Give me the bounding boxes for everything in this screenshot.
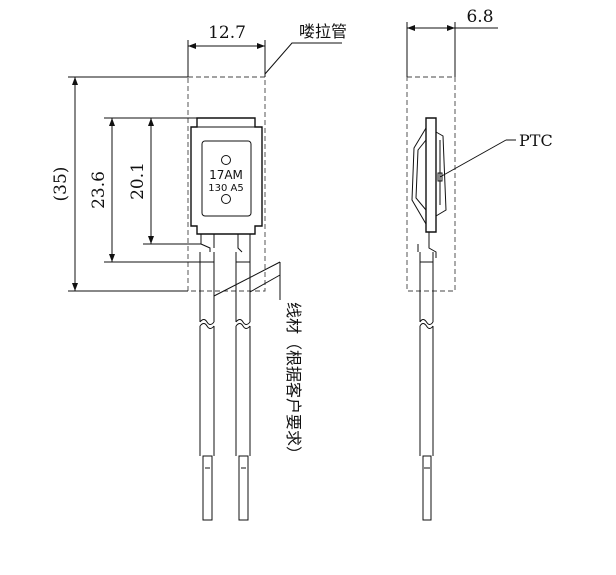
left-lead-wire: [199, 252, 215, 521]
dimension-width-front: 12.7: [187, 23, 266, 77]
ptc-cap: [435, 131, 447, 217]
marking-line1: 17AM: [209, 168, 243, 182]
ptc-arm: [411, 127, 427, 225]
front-view: 17AM 130 A5: [187, 76, 266, 521]
marking-plate: [201, 140, 252, 217]
ptc-label: PTC: [519, 131, 553, 150]
ptc-arm-inner: [415, 139, 427, 211]
dim-width-front-label: 12.7: [208, 23, 246, 43]
wire-callout: 线材（根据客户要求）: [213, 261, 303, 462]
right-terminal: [237, 234, 243, 253]
dimension-height-total: (35): [51, 76, 188, 292]
side-terminal: [428, 232, 437, 258]
upper-hole: [221, 155, 231, 165]
sleeve-outline-side: [406, 76, 456, 292]
sleeve-label: 喽拉管: [299, 22, 347, 41]
side-view: [406, 76, 456, 521]
dim-height-inner-label: 20.1: [128, 162, 148, 200]
wire-label: 线材（根据客户要求）: [284, 302, 303, 462]
sleeve-callout: 喽拉管: [264, 22, 347, 75]
dimension-height-body: 23.6: [89, 117, 200, 263]
dimension-height-inner: 20.1: [128, 117, 201, 245]
marking-line2: 130 A5: [208, 183, 243, 194]
right-lead-wire: [235, 252, 251, 521]
left-terminal: [200, 234, 211, 252]
side-lead-wire: [419, 252, 434, 521]
ptc-callout: PTC: [439, 131, 553, 178]
lower-hole: [221, 194, 231, 204]
ptc-chip: [437, 172, 443, 182]
ptc-assembly: [425, 117, 437, 233]
dim-height-body-label: 23.6: [89, 171, 109, 209]
dim-height-total-label: (35): [51, 167, 71, 202]
dimension-width-side: 6.8: [406, 7, 498, 77]
dim-width-side-label: 6.8: [466, 7, 493, 27]
sleeve-outline-front: [187, 76, 266, 292]
